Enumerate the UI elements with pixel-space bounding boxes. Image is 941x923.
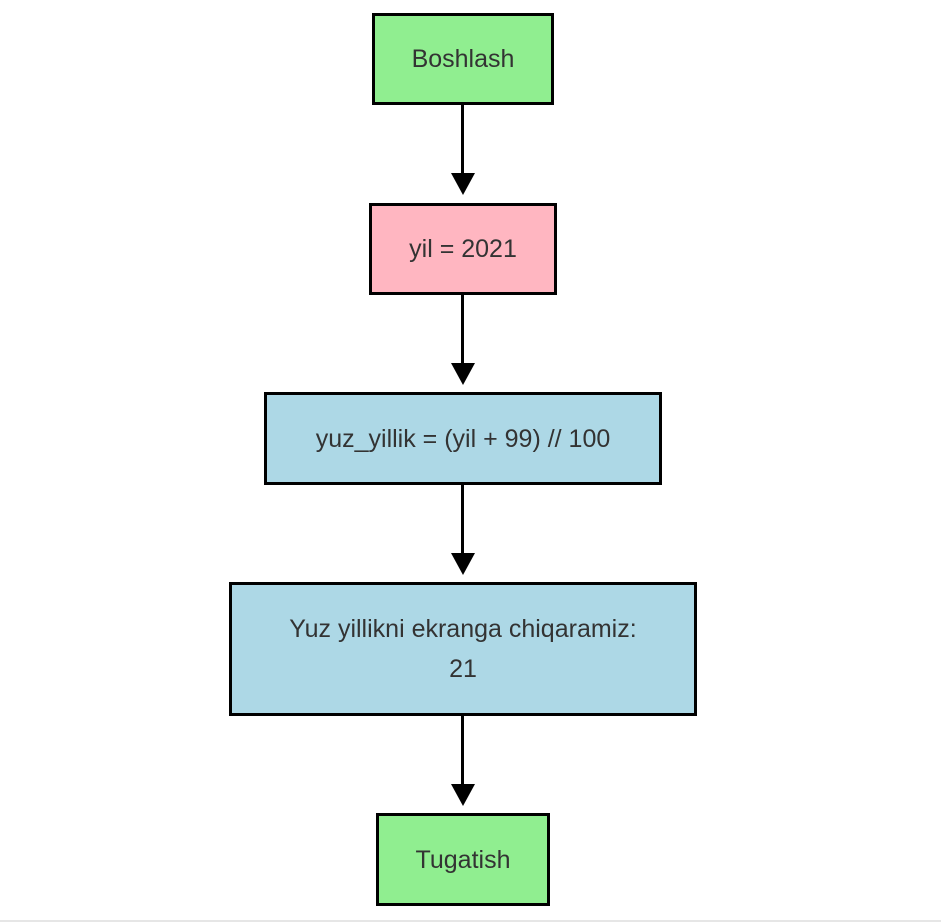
start-label: Boshlash <box>411 45 515 73</box>
output-text: Yuz yillikni ekranga chiqaramiz: 21 <box>289 609 636 689</box>
connector-line-4 <box>461 716 464 786</box>
output-line-2: 21 <box>449 655 477 683</box>
arrowhead-2 <box>451 363 475 385</box>
calc-node: yuz_yillik = (yil + 99) // 100 <box>264 392 662 485</box>
output-node: Yuz yillikni ekranga chiqaramiz: 21 <box>229 582 697 716</box>
page-divider <box>0 920 941 922</box>
arrowhead-1 <box>451 173 475 195</box>
output-line-1: Yuz yillikni ekranga chiqaramiz: <box>289 615 637 643</box>
end-label: Tugatish <box>415 845 511 874</box>
arrowhead-3 <box>451 553 475 575</box>
assign-node: yil = 2021 <box>369 203 557 295</box>
end-node: Tugatish <box>376 813 550 906</box>
connector-line-2 <box>461 295 464 365</box>
arrowhead-4 <box>451 784 475 806</box>
calc-label: yuz_yillik = (yil + 99) // 100 <box>315 424 611 453</box>
assign-label: yil = 2021 <box>409 235 517 263</box>
connector-line-3 <box>461 485 464 555</box>
start-node: Boshlash <box>372 13 554 105</box>
connector-line-1 <box>461 105 464 175</box>
